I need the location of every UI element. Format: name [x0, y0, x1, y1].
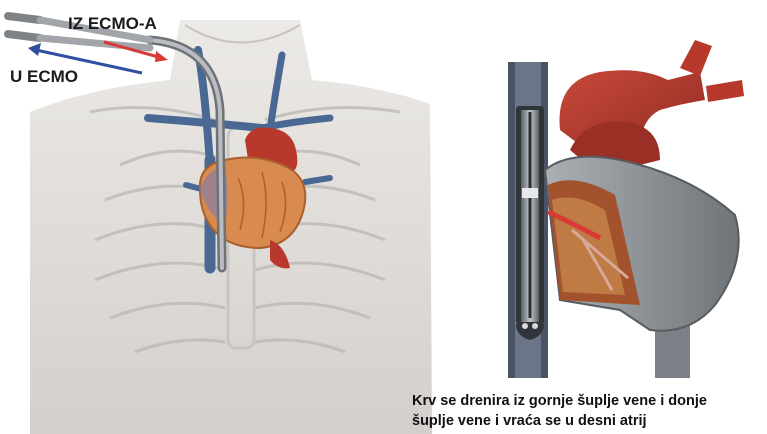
label-into-ecmo: U ECMO [10, 67, 78, 87]
heart-cross-section [508, 40, 744, 378]
label-out-of-ecmo: IZ ECMO-A [68, 14, 157, 34]
caption-line-2: šuplje vene i vraća se u desni atrij [412, 411, 764, 431]
caption-line-1: Krv se drenira iz gornje šuplje vene i d… [412, 391, 764, 411]
caption: Krv se drenira iz gornje šuplje vene i d… [412, 391, 764, 431]
